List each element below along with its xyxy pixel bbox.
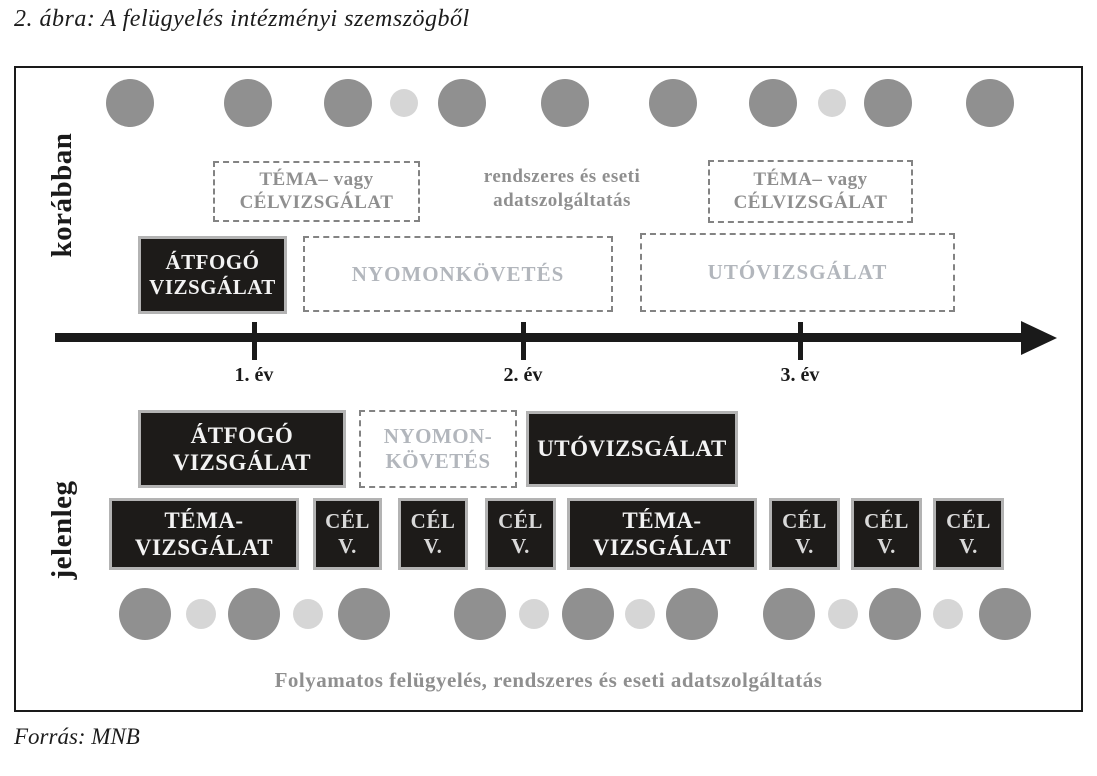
timeline-tick-year1 [251,322,257,360]
institution-dot-small [519,599,549,629]
timeline-tick-year2 [520,322,526,360]
earlier-atfogo-vizsgalat-box: ÁTFOGÓ VIZSGÁLAT [138,236,287,314]
institution-dot-big [649,79,697,127]
timeline-tick-year3 [797,322,803,360]
institution-dot-small [625,599,655,629]
earlier-section-label: korábban [46,132,78,258]
institution-dot-big [869,588,921,640]
institution-dot-big [749,79,797,127]
earlier-adatszolgaltatas-label: rendszeres és eseti adatszolgáltatás [483,166,641,211]
timeline-axis-line [55,333,1026,342]
current-atfogo-vizsgalat-box: ÁTFOGÓ VIZSGÁLAT [138,410,346,488]
earlier-tema-celvizsgalat-box-2: TÉMA– vagy CÉLVIZSGÁLAT [708,160,913,223]
institution-dot-small [293,599,323,629]
institution-dot-big [666,588,718,640]
current-celvizsgalat-box-5: CÉL V. [851,498,922,570]
institution-dot-big [224,79,272,127]
institution-dot-big [438,79,486,127]
institution-dot-small [828,599,858,629]
current-celvizsgalat-box-1: CÉL V. [313,498,382,570]
current-tema-vizsgalat-box-1: TÉMA- VIZSGÁLAT [109,498,299,570]
figure-title: 2. ábra: A felügyelés intézményi szemszö… [14,6,470,32]
institution-dot-big [119,588,171,640]
institution-dot-big [763,588,815,640]
earlier-nyomonkovetes-box: NYOMONKÖVETÉS [303,236,613,312]
earlier-tema-celvizsgalat-box-1: TÉMA– vagy CÉLVIZSGÁLAT [213,161,420,222]
timeline-arrowhead-icon [1021,320,1057,355]
institution-dot-big [228,588,280,640]
institution-dot-big [324,79,372,127]
timeline-label-year3: 3. év [780,364,820,386]
current-utovizsgalat-box: UTÓVIZSGÁLAT [526,411,738,487]
institution-dot-big [966,79,1014,127]
current-section-label: jelenleg [46,480,78,580]
institution-dot-big [562,588,614,640]
institution-dot-big [541,79,589,127]
current-tema-vizsgalat-box-2: TÉMA- VIZSGÁLAT [567,498,757,570]
institution-dot-small [186,599,216,629]
institution-dot-big [864,79,912,127]
institution-dot-big [454,588,506,640]
institution-dot-small [818,89,846,117]
institution-dot-big [979,588,1031,640]
timeline-label-year1: 1. év [234,364,274,386]
figure-frame: korábban jelenleg TÉMA– vagy CÉLVIZSGÁLA… [14,66,1083,712]
current-celvizsgalat-box-2: CÉL V. [398,498,468,570]
institution-dot-small [933,599,963,629]
institution-dot-small [390,89,418,117]
current-celvizsgalat-box-4: CÉL V. [769,498,840,570]
current-nyomonkovetes-box: NYOMON- KÖVETÉS [359,410,517,488]
current-celvizsgalat-box-3: CÉL V. [485,498,556,570]
continuous-supervision-caption: Folyamatos felügyelés, rendszeres és ese… [274,668,823,692]
timeline-label-year2: 2. év [503,364,543,386]
source-note: Forrás: MNB [14,724,140,749]
institution-dot-big [338,588,390,640]
current-celvizsgalat-box-6: CÉL V. [933,498,1004,570]
institution-dot-big [106,79,154,127]
earlier-utovizsgalat-box: UTÓVIZSGÁLAT [640,233,955,312]
